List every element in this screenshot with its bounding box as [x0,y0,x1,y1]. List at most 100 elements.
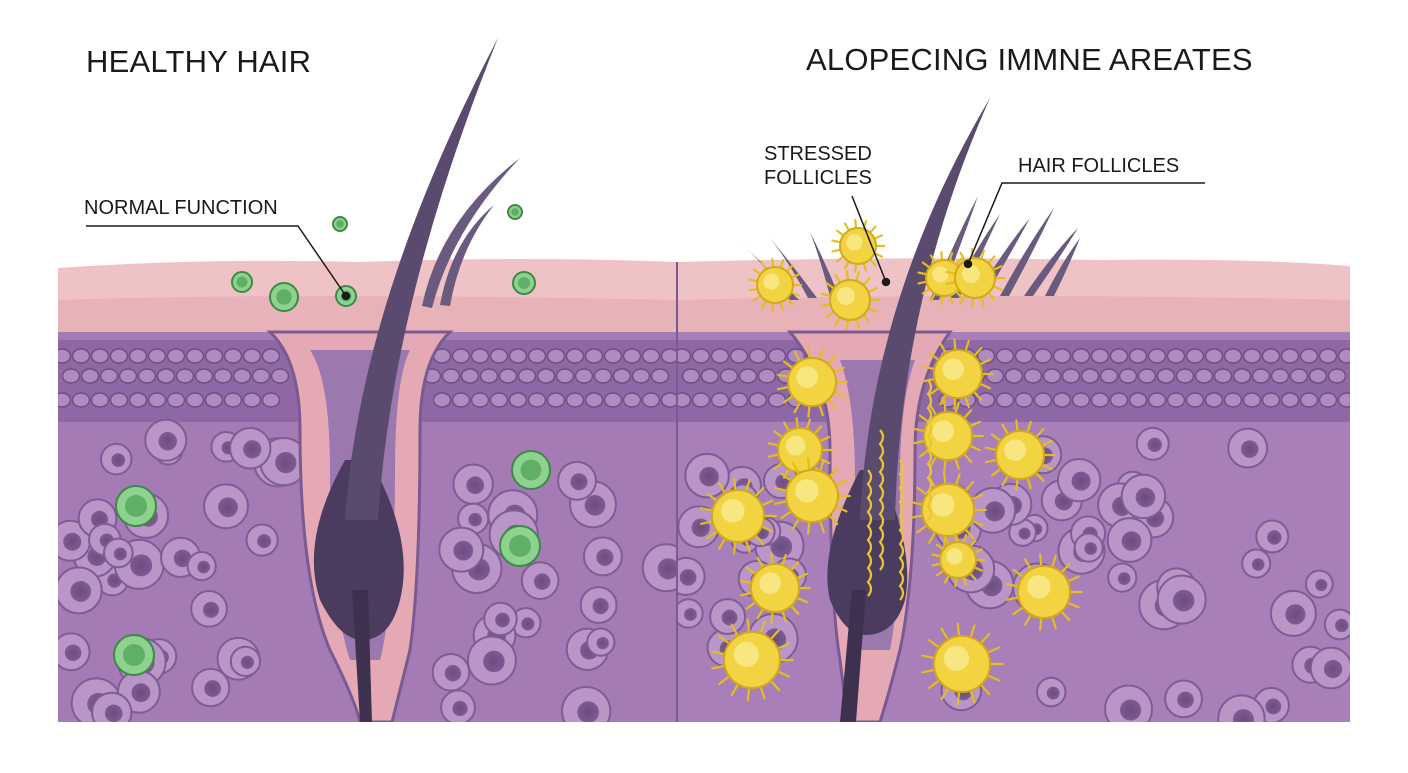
basal-cell [976,392,996,408]
left-hair-shafts [345,38,520,520]
basal-cell [631,368,651,384]
basal-cell [251,368,271,384]
basal-cell [691,348,711,364]
cell-nucleus [240,655,254,669]
basal-cell [1166,392,1186,408]
basal-cell [748,392,768,408]
basal-cell [527,392,547,408]
basal-cell [128,392,148,408]
cell-nucleus [158,432,177,451]
basal-cell [729,348,749,364]
cell-nucleus [495,612,510,628]
basal-cell [1137,368,1157,384]
damage-squiggle [866,469,873,597]
basal-cell [1185,392,1205,408]
immune-highlight [763,273,780,290]
cell-nucleus [570,473,588,491]
basal-cell [147,392,167,408]
basal-cell [109,392,129,408]
immune-cell [945,248,1006,308]
basal-cell [204,392,224,408]
immune-cell [931,532,986,588]
cell-nucleus [699,466,719,487]
cell-nucleus [1315,579,1328,592]
basal-cell [641,348,661,364]
cell-nucleus [113,547,127,561]
basal-cell [700,368,720,384]
basal-cell [489,392,509,408]
healthy-cell-core [123,644,145,666]
immune-cell [739,552,811,624]
stressed-follicles-leader [851,195,887,283]
immune-highlight [1027,575,1051,599]
basal-cell [1147,348,1167,364]
basal-cell [508,348,528,364]
basal-cell [678,348,692,364]
basal-cell [1042,368,1062,384]
immune-highlight [785,435,806,456]
basal-cell [565,392,585,408]
cell-nucleus [64,644,82,662]
basal-cell [1023,368,1043,384]
basal-cell [1337,348,1350,364]
basal-cell [603,392,623,408]
cell-nucleus [592,597,609,615]
healthy-cell-core [336,220,344,228]
basal-cell [1061,368,1081,384]
normal-function-dot [341,291,351,301]
basal-cell [1213,368,1233,384]
basal-cell [137,368,157,384]
basal-cell [536,368,556,384]
basal-cell [1033,392,1053,408]
cell-nucleus [984,501,1005,522]
immune-cell [1006,553,1083,631]
basal-cell [767,392,787,408]
basal-cell [546,392,566,408]
basal-cell [681,368,701,384]
cell-nucleus [1285,604,1306,625]
cell-nucleus [533,573,551,590]
stressed-follicles-dot [881,277,891,287]
cell-nucleus [577,701,600,722]
basal-cell [584,348,604,364]
basal-cell [128,348,148,364]
cell-nucleus [483,650,505,673]
basal-cell [1327,368,1347,384]
healthy-cell-core [276,289,292,305]
basal-cell [156,368,176,384]
basal-cell [1194,368,1214,384]
basal-cell [546,348,566,364]
cell-nucleus [275,451,297,474]
immune-cell [921,622,1004,706]
immune-highlight [943,645,970,672]
cell-nucleus [1251,558,1265,571]
immune-cell [984,419,1056,491]
basal-cell [1280,392,1300,408]
basal-cell [710,392,730,408]
cell-nucleus [70,581,92,602]
basal-cell [441,368,461,384]
right-dermal-cells [678,426,1350,722]
cell-nucleus [104,704,123,722]
normal-function-label: NORMAL FUNCTION [84,197,278,219]
basal-cell [678,392,692,408]
basal-cell [166,392,186,408]
left-bulb-root [352,590,372,722]
alopecia-title: ALOPECING IMMNE AREATES [806,42,1253,77]
basal-cell [1109,348,1129,364]
basal-cell [1014,348,1034,364]
cell-nucleus [468,512,482,527]
basal-cell [691,392,711,408]
basal-cell [166,348,186,364]
immune-cell [700,477,777,555]
basal-cell [1280,348,1300,364]
healthy-cell-core [511,208,519,216]
basal-cell [80,368,100,384]
cell-nucleus [466,476,485,495]
right-immune-cells [700,218,1083,706]
immune-highlight [721,499,745,523]
basal-cell [508,392,528,408]
basal-cell [185,392,205,408]
basal-cell [1004,368,1024,384]
basal-cell [593,368,613,384]
